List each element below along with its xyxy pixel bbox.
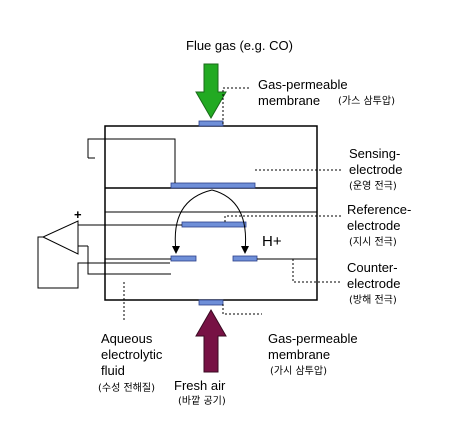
amplifier-feedback bbox=[87, 246, 171, 275]
sensing-label-line1: Sensing- bbox=[349, 146, 401, 161]
reference-label-line2: electrode bbox=[347, 218, 401, 233]
electrolyte-label-line3: fluid bbox=[101, 363, 125, 378]
ion-arrow-right bbox=[211, 189, 247, 252]
fresh-air-label-ko: (바깥 공기) bbox=[178, 396, 226, 407]
electrolyte-label-line2: electrolytic bbox=[101, 347, 163, 362]
top-membrane bbox=[198, 120, 224, 127]
ion-arrowhead-left bbox=[172, 246, 180, 254]
bottom-membrane-label-ko: (가시 삼투압) bbox=[270, 366, 327, 377]
counter-wire bbox=[37, 236, 170, 289]
reference-electrode bbox=[181, 221, 247, 228]
sensing-electrode bbox=[170, 182, 256, 189]
counter-electrode-right bbox=[232, 255, 258, 262]
electrolyte-label-ko: (수성 전해질) bbox=[98, 383, 155, 394]
counter-electrode-left bbox=[170, 255, 197, 262]
ion-arrow-left bbox=[174, 189, 213, 252]
hydrogen-ion-label: H+ bbox=[262, 233, 282, 250]
flue-gas-label: Flue gas (e.g. CO) bbox=[186, 38, 293, 53]
top-membrane-label-line1: Gas-permeable bbox=[258, 77, 348, 92]
fresh-air-label: Fresh air bbox=[174, 378, 226, 393]
amplifier-symbol bbox=[41, 220, 79, 255]
counter-label-line1: Counter- bbox=[347, 260, 398, 275]
sensing-label-line2: electrode bbox=[349, 162, 403, 177]
top-membrane-label-line2: membrane bbox=[258, 93, 321, 108]
counter-label-ko: (방해 전극) bbox=[349, 295, 397, 306]
electrolyte-label-line1: Aqueous bbox=[101, 331, 153, 346]
leader-bottom-membrane bbox=[222, 304, 262, 315]
sensing-wire bbox=[87, 138, 176, 183]
counter-label-line2: electrode bbox=[347, 276, 401, 291]
reference-label-ko: (지시 전극) bbox=[349, 237, 397, 248]
bottom-membrane-label-line1: Gas-permeable bbox=[268, 331, 358, 346]
reference-label-line1: Reference- bbox=[347, 202, 412, 217]
sensing-label-ko: (운영 전극) bbox=[349, 181, 397, 192]
ion-arrowhead-right bbox=[241, 246, 249, 254]
flue-gas-arrow bbox=[195, 63, 227, 120]
fresh-air-arrow bbox=[195, 308, 227, 373]
top-membrane-label-ko: (가스 삼투압) bbox=[338, 96, 395, 107]
amplifier-plus-sign: + bbox=[74, 207, 82, 222]
bottom-membrane bbox=[198, 299, 224, 306]
bottom-membrane-label-line2: membrane bbox=[268, 347, 331, 362]
leader-reference bbox=[224, 215, 342, 222]
leader-top-membrane bbox=[222, 87, 250, 124]
